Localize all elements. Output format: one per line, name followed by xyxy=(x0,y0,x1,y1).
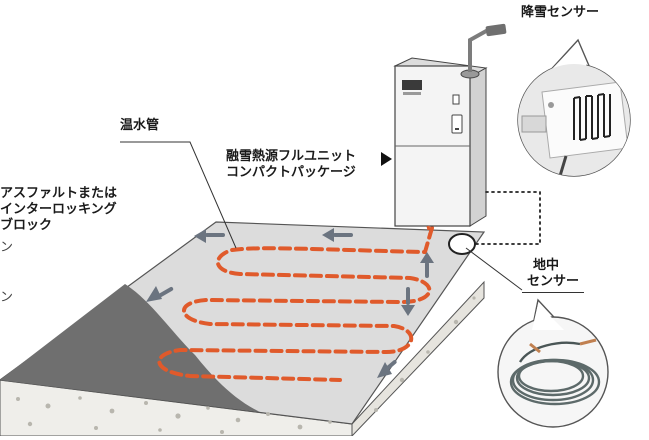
heat-unit-line-2: コンパクトパッケージ xyxy=(226,165,356,180)
heat-source-unit xyxy=(393,23,507,227)
asphalt-layer xyxy=(0,284,260,412)
snow-sensor-head xyxy=(485,23,507,37)
label-surface-material: アスファルトまたは インターロッキング ブロック xyxy=(0,186,117,234)
flow-arrow-icon xyxy=(420,252,434,278)
leader-ground-sensor xyxy=(465,247,523,291)
gravel-texture xyxy=(16,296,476,434)
hot-water-pipe xyxy=(157,226,434,382)
label-snow-sensor: 降雪センサー xyxy=(521,5,600,20)
sensor-wiring xyxy=(471,191,541,245)
ground-sensor-line-1: 地中 xyxy=(533,258,560,273)
triangle-pointer-icon xyxy=(381,152,392,166)
flow-arrow-icon xyxy=(377,360,397,378)
label-edge-fragment-2: ン xyxy=(0,290,14,305)
label-heat-source-unit: 融雪熱源フルユニット コンパクトパッケージ xyxy=(226,149,356,181)
flow-arrow-icon xyxy=(146,286,174,302)
snow-sensor-callout xyxy=(517,38,631,177)
surface-line-3: ブロック xyxy=(0,218,53,233)
ground-sensor-hole xyxy=(448,233,476,255)
label-hot-water-pipe: 温水管 xyxy=(120,118,160,133)
slab-right-face xyxy=(351,280,485,438)
ground-slab xyxy=(0,221,486,438)
leader-hot-water-pipe xyxy=(120,141,237,249)
label-ground-sensor: 地中 センサー xyxy=(527,258,579,290)
ground-sensor-underline xyxy=(522,292,584,293)
flow-arrow-icon xyxy=(401,287,415,316)
flow-arrows xyxy=(146,228,434,378)
ground-sensor-callout xyxy=(497,298,609,428)
heat-unit-line-1: 融雪熱源フルユニット xyxy=(226,149,357,164)
surface-line-1: アスファルトまたは xyxy=(0,186,118,201)
ground-sensor-line-2: センサー xyxy=(527,274,580,289)
surface-line-2: インターロッキング xyxy=(0,202,117,217)
label-edge-fragment-1: ン xyxy=(0,240,14,255)
flow-arrow-icon xyxy=(322,228,353,242)
flow-arrow-icon xyxy=(194,229,225,243)
unit-display xyxy=(402,80,422,90)
